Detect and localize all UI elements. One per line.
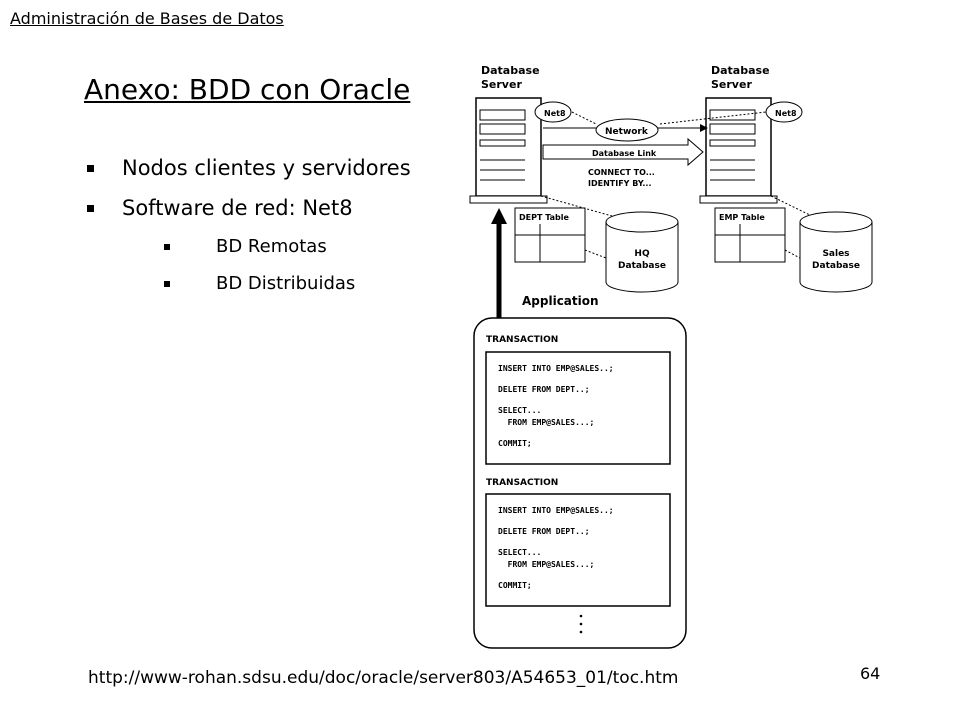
transaction-line: COMMIT; xyxy=(498,439,532,448)
transaction-line: SELECT... xyxy=(498,548,541,557)
application-label: Application xyxy=(522,294,599,308)
network-label: Network xyxy=(605,127,649,137)
transaction-2-label: TRANSACTION xyxy=(486,478,558,488)
transaction-2-box: INSERT INTO EMP@SALES..; DELETE FROM DEP… xyxy=(485,493,671,607)
server-right-icon xyxy=(699,97,778,204)
sales-db-label-1: Sales xyxy=(822,249,849,259)
emp-table: EMP Table xyxy=(714,207,786,263)
hq-db-label-1: HQ xyxy=(634,249,650,259)
server-right-label-2: Server xyxy=(711,78,752,91)
sales-database-cylinder: Sales Database xyxy=(799,211,873,293)
database-link-arrow: Database Link xyxy=(542,137,704,167)
net8-right-badge: Net8 xyxy=(765,101,803,123)
transaction-line: INSERT INTO EMP@SALES..; xyxy=(498,364,614,373)
emp-table-label: EMP Table xyxy=(719,213,765,222)
connect-to-label: CONNECT TO... xyxy=(588,168,655,177)
server-left-icon xyxy=(469,97,548,204)
dept-table-label: DEPT Table xyxy=(519,213,570,222)
svg-text:Net8: Net8 xyxy=(544,109,566,118)
bullet-item: Software de red: Net8 xyxy=(86,196,411,236)
page-number: 64 xyxy=(860,664,881,683)
transaction-1-box: INSERT INTO EMP@SALES..; DELETE FROM DEP… xyxy=(485,351,671,465)
transaction-line: SELECT... xyxy=(498,406,541,415)
dept-table: DEPT Table xyxy=(514,207,586,263)
bullet-item: Nodos clientes y servidores xyxy=(86,156,411,196)
svg-text:Net8: Net8 xyxy=(775,109,797,118)
header-title: Administración de Bases de Datos xyxy=(10,9,284,28)
server-left-label-1: Database xyxy=(481,64,540,77)
sub-bullet-item: BD Remotas xyxy=(86,236,411,273)
server-left-label-2: Server xyxy=(481,78,522,91)
transaction-1-label: TRANSACTION xyxy=(486,335,558,345)
transaction-line: INSERT INTO EMP@SALES..; xyxy=(498,506,614,515)
server-right-label-1: Database xyxy=(711,64,770,77)
identify-by-label: IDENTIFY BY... xyxy=(588,179,652,188)
transaction-line: FROM EMP@SALES...; xyxy=(498,418,594,427)
sub-bullet-item: BD Distribuidas xyxy=(86,273,411,310)
transaction-line: DELETE FROM DEPT..; xyxy=(498,385,590,394)
hq-database-cylinder: HQ Database xyxy=(605,211,679,293)
source-url: http://www-rohan.sdsu.edu/doc/oracle/ser… xyxy=(88,668,679,688)
continuation-dots xyxy=(579,614,583,634)
bullet-list: Nodos clientes y servidores Software de … xyxy=(86,156,411,310)
slide-title: Anexo: BDD con Oracle xyxy=(84,73,411,106)
hq-db-label-2: Database xyxy=(618,261,666,271)
transaction-line: COMMIT; xyxy=(498,581,532,590)
transaction-line: DELETE FROM DEPT..; xyxy=(498,527,590,536)
network-link: Network xyxy=(543,111,767,142)
net8-left-badge: Net8 xyxy=(534,101,572,123)
application-arrow xyxy=(491,208,507,318)
database-link-label: Database Link xyxy=(592,149,657,158)
sales-db-label-2: Database xyxy=(812,261,860,271)
transaction-line: FROM EMP@SALES...; xyxy=(498,560,594,569)
